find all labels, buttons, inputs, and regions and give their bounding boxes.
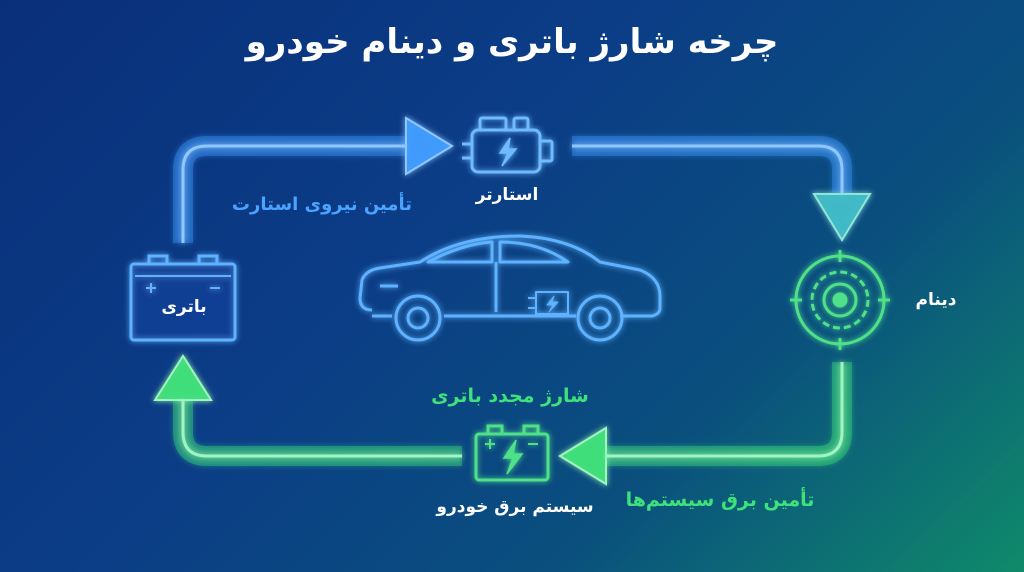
node-label-alternator: دینام — [915, 290, 957, 310]
battery-icon — [129, 254, 237, 342]
edge-label-systems-power: تأمین برق سیستم‌ها — [625, 489, 815, 511]
arrow-battery-to-starter — [173, 116, 454, 243]
arrow-alternator-to-system — [558, 362, 852, 486]
edge-label-battery-recharge: شارژ مجدد باتری — [431, 385, 589, 407]
arrow-system-to-battery — [153, 354, 462, 466]
car-illustration — [358, 234, 662, 342]
node-label-starter: استارتر — [475, 185, 539, 205]
starter-icon — [462, 116, 554, 174]
node-label-battery: باتری — [161, 297, 207, 317]
arrow-starter-to-alternator — [572, 136, 872, 242]
edge-label-starting-power: تأمین نیروی استارت — [231, 194, 413, 215]
electrical-system-icon — [474, 424, 550, 482]
node-label-electrical-system: سیستم برق خودرو — [436, 497, 594, 517]
alternator-icon — [790, 250, 890, 350]
diagram-title: چرخه شارژ باتری و دینام خودرو — [245, 22, 779, 62]
